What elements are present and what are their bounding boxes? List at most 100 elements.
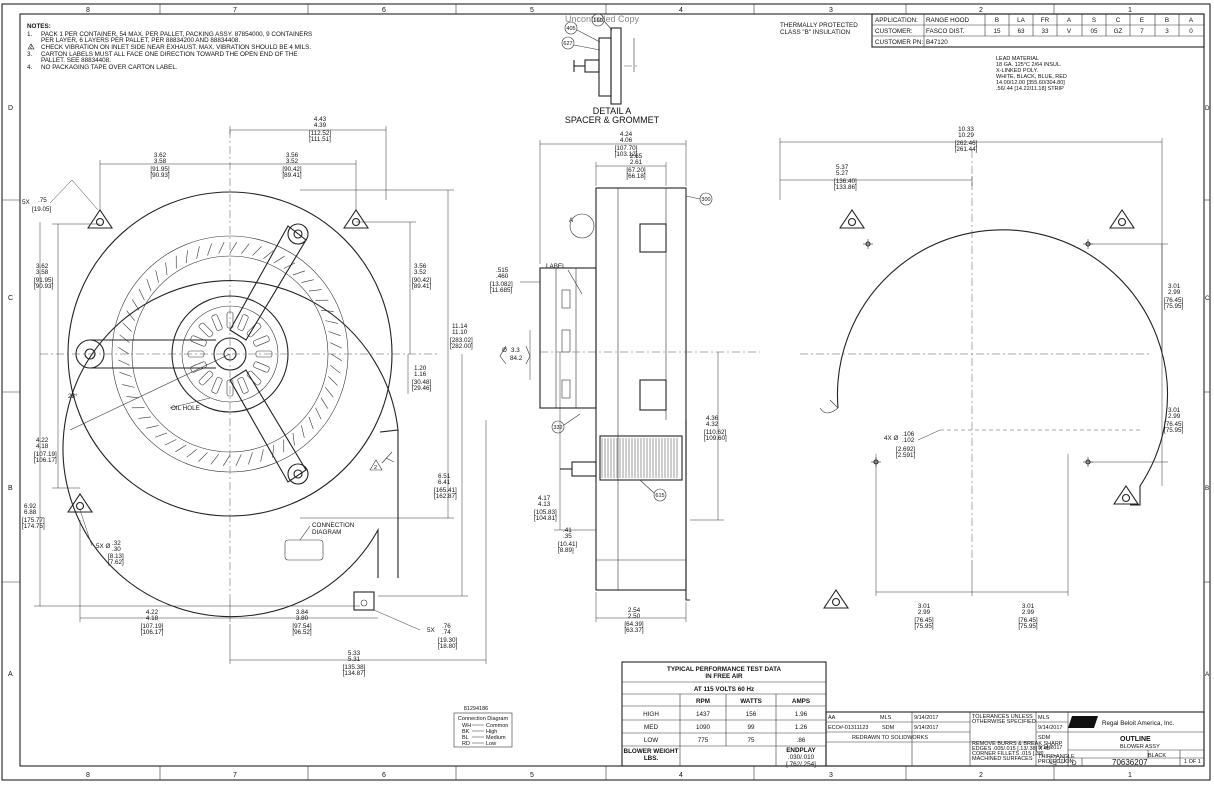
blade-tick [146, 425, 158, 428]
dim-text: .102 [902, 437, 915, 444]
dim-text: [11.685] [490, 287, 513, 294]
blade-tick [301, 280, 313, 283]
dim-text: [162.87] [434, 493, 457, 500]
grid-col-label: 3 [829, 7, 833, 14]
note-line: NO PACKAGING TAPE OVER CARTON LABEL. [41, 64, 178, 71]
dim-text: [89.41] [412, 283, 432, 290]
blade-tick [328, 332, 340, 336]
dim-text: .30 [112, 546, 121, 553]
dim-text: [18.80] [438, 643, 458, 650]
motor-slot [198, 322, 214, 338]
title-tolerance: OTHERWISE SPECIFIED [972, 719, 1036, 725]
dim-text: [90.93] [150, 172, 170, 179]
dim-text: [75.95] [914, 623, 934, 630]
code-value: 33 [1041, 28, 1049, 35]
drawing-number: 70636207 [1112, 758, 1148, 767]
dim-text: [134.87] [343, 670, 366, 677]
code-head: LA [1017, 17, 1026, 24]
dim-text: .35 [563, 533, 572, 540]
app-label: APPLICATION: [875, 17, 918, 24]
grid-col-label: 5 [530, 772, 534, 779]
dim-text: .74 [442, 629, 451, 636]
blade-tick [120, 335, 130, 343]
dim-text: 2.99 [1168, 413, 1181, 420]
connection-diagram-part: 81294186 [464, 706, 488, 712]
perf-cell: 1090 [696, 724, 711, 731]
perf-cell: 156 [746, 711, 757, 718]
title-date: 9/14/2017 [914, 715, 938, 721]
dim-text: 5X [427, 627, 436, 634]
dim-text: 3.58 [36, 269, 49, 276]
note-number: 2. [30, 45, 35, 51]
grid-col-label: 6 [382, 7, 386, 14]
code-value: V [1067, 28, 1072, 35]
perf-cell: 75 [747, 737, 755, 744]
grid-col-label: 2 [979, 7, 983, 14]
dim-text: 3.80 [296, 615, 309, 622]
blade-tick [139, 289, 145, 300]
title-finish: BLACK [1148, 753, 1166, 759]
back-view-dimensions: 10.33 10.29 [262.46] [261.44] 5.37 5.27 … [780, 126, 1184, 630]
dim-text: [66.18] [626, 173, 646, 180]
dim-text: [261.44] [955, 146, 978, 153]
customer-value: FASCO DIST. [926, 28, 965, 35]
front-view-dimensions: 4.43 4.39 [112.52] [111.51] 3.62 3.58 [9… [22, 116, 486, 677]
note-line: PER LAYER, 6 LAYERS PER PALLET, PER 8883… [41, 37, 240, 44]
blade-tick [166, 262, 167, 275]
code-head: FR [1041, 17, 1050, 24]
drawing-subtitle: BLOWER ASSY [1120, 744, 1160, 750]
connection-diagram-label: DIAGRAM [312, 529, 341, 536]
label-callout: LABEL [546, 263, 566, 270]
dim-text: [75.95] [1164, 303, 1184, 310]
dim-text: [106.17] [34, 457, 57, 464]
insulation-note: THERMALLY PROTECTED CLASS "B" INSULATION [780, 22, 858, 36]
code-value: 3 [1165, 28, 1169, 35]
dim-text: 2.99 [918, 609, 931, 616]
title-eco: ECO#-01311123 [828, 725, 868, 731]
notes-block: NOTES: 1. PACK 1 PER CONTAINER, 54 MAX. … [27, 23, 312, 71]
blade-tick [147, 279, 151, 291]
dim-text: .460 [496, 273, 509, 280]
dim-text: 4.32 [706, 421, 719, 428]
dim-text: [282.00] [450, 343, 473, 350]
dim-text: 4.39 [314, 122, 327, 129]
motor-slot [211, 314, 223, 331]
blade-tick [165, 440, 176, 446]
blade-tick [122, 323, 131, 332]
motor-slot [237, 377, 249, 394]
blade-tick [261, 449, 264, 461]
side-view-dimensions: 4.24 4.06 [107.70] [103.12] 2.65 2.61 [6… [490, 131, 727, 634]
dim-text: [29.46] [412, 385, 432, 392]
dim-text: [90.93] [34, 283, 54, 290]
blade-tick [223, 455, 230, 466]
perf-endplay: [.762/.254] [786, 761, 816, 768]
code-head: B [1165, 17, 1169, 24]
dim-text: 3.52 [414, 269, 427, 276]
blade-tick [230, 242, 237, 253]
dim-text: [8.89] [558, 547, 574, 554]
blade-tick [118, 347, 129, 354]
dim-text: .75 [38, 197, 47, 204]
motor-slot [237, 314, 249, 331]
blade-tick [175, 445, 186, 452]
mounting-hole [97, 219, 104, 226]
blade-tick [156, 270, 159, 282]
perf-cell: 1437 [696, 711, 711, 718]
blade-tick [330, 343, 341, 348]
title-date: 9/14/2017 [1038, 745, 1062, 751]
blade-tick [186, 250, 187, 263]
dim-text: [7.62] [108, 559, 124, 566]
blade-tick [325, 321, 337, 324]
grid-col-label: 4 [679, 7, 683, 14]
perf-weight-label: LBS. [644, 755, 659, 762]
mounting-hole [849, 219, 856, 226]
dim-text: [111.51] [309, 136, 331, 143]
blade-tick [293, 433, 294, 446]
motor-slot [190, 361, 207, 373]
dim-text: 84.2 [510, 355, 523, 362]
dim-text: 4X Ø [884, 435, 898, 442]
dim-text: 3.58 [154, 158, 167, 165]
motor-slot [253, 361, 270, 373]
grid-col-label: 7 [233, 7, 237, 14]
